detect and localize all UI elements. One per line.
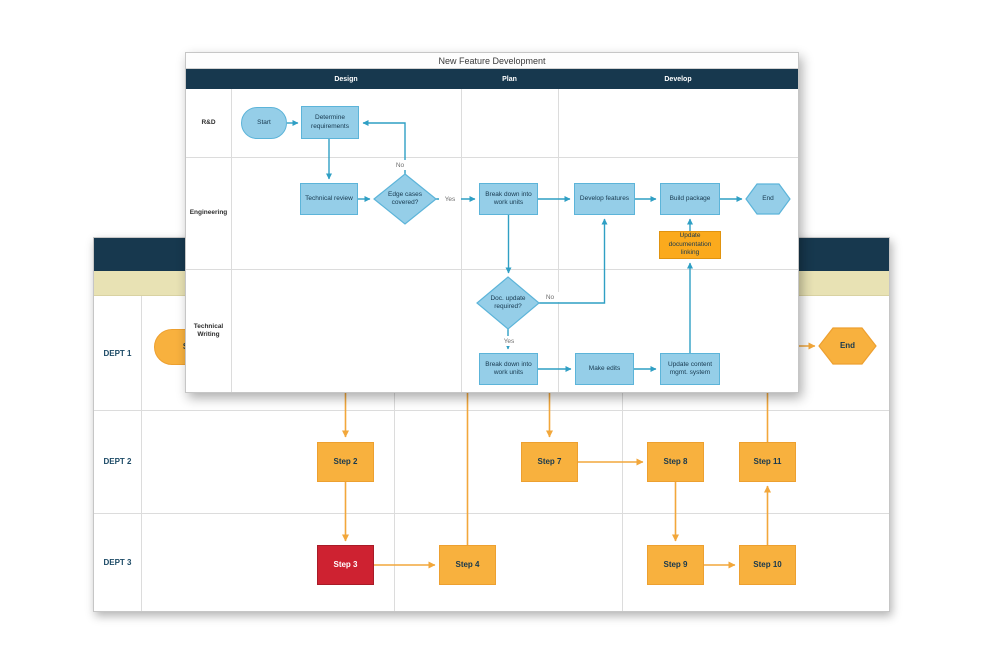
flow-node-step2[interactable]: Step 2 <box>317 442 374 482</box>
flow-node-make-edits[interactable]: Make edits <box>575 353 634 385</box>
grid-line <box>186 269 798 270</box>
branch-label-yes: Yes <box>439 194 461 204</box>
flow-node-step11[interactable]: Step 11 <box>739 442 796 482</box>
lane-label-dept2: DEPT 2 <box>103 457 132 466</box>
flow-node-step7[interactable]: Step 7 <box>521 442 578 482</box>
grid-line <box>186 157 798 158</box>
flow-node-step9[interactable]: Step 9 <box>647 545 704 585</box>
front-connectors <box>287 120 791 372</box>
flow-node-breakdown-eng[interactable]: Break down into work units <box>479 183 538 215</box>
branch-label-yes: Yes <box>498 336 520 346</box>
flow-node-end[interactable]: End <box>839 340 856 350</box>
flow-node-step8[interactable]: Step 8 <box>647 442 704 482</box>
flow-node-determine-requirements[interactable]: Determine requirements <box>301 106 359 139</box>
flow-node-develop-features[interactable]: Develop features <box>574 183 635 215</box>
flow-node-update-doc-linking[interactable]: Update documentation linking <box>659 231 721 259</box>
grid-line <box>231 89 232 392</box>
flow-node-build-package[interactable]: Build package <box>660 183 720 215</box>
phase-label-develop: Develop <box>664 75 692 83</box>
grid-line <box>558 89 559 392</box>
branch-label-no: No <box>389 160 411 170</box>
flow-node-edge-cases[interactable]: Edge cases covered? <box>388 190 422 206</box>
phase-label-plan: Plan <box>502 75 517 83</box>
phase-label-design: Design <box>334 75 358 83</box>
grid-line <box>394 296 395 611</box>
flow-node-update-content[interactable]: Update content mgmt. system <box>660 353 720 385</box>
flow-node-end[interactable]: End <box>762 194 774 202</box>
grid-line <box>94 410 889 411</box>
lane-label-rnd: R&D <box>201 118 216 126</box>
flow-node-start[interactable]: Start <box>241 107 287 139</box>
flow-node-step4[interactable]: Step 4 <box>439 545 496 585</box>
lane-label-technical-writing: Technical Writing <box>193 322 224 338</box>
grid-line <box>141 296 142 611</box>
branch-label-no: No <box>539 292 561 302</box>
flow-node-step3[interactable]: Step 3 <box>317 545 374 585</box>
flow-node-technical-review[interactable]: Technical review <box>300 183 358 215</box>
grid-line <box>622 296 623 611</box>
grid-line <box>461 89 462 392</box>
flow-node-doc-update[interactable]: Doc. update required? <box>490 294 526 310</box>
diagram-title: New Feature Development <box>186 53 798 69</box>
lane-label-dept1: DEPT 1 <box>103 348 132 358</box>
front-flowchart-card: New Feature Development Design Plan Deve… <box>185 52 799 393</box>
lane-label-engineering: Engineering <box>189 208 228 216</box>
flow-node-step10[interactable]: Step 10 <box>739 545 796 585</box>
flow-node-breakdown-tw[interactable]: Break down into work units <box>479 353 538 385</box>
grid-line <box>94 513 889 514</box>
lane-label-dept3: DEPT 3 <box>103 557 132 567</box>
front-header-band <box>186 69 798 89</box>
